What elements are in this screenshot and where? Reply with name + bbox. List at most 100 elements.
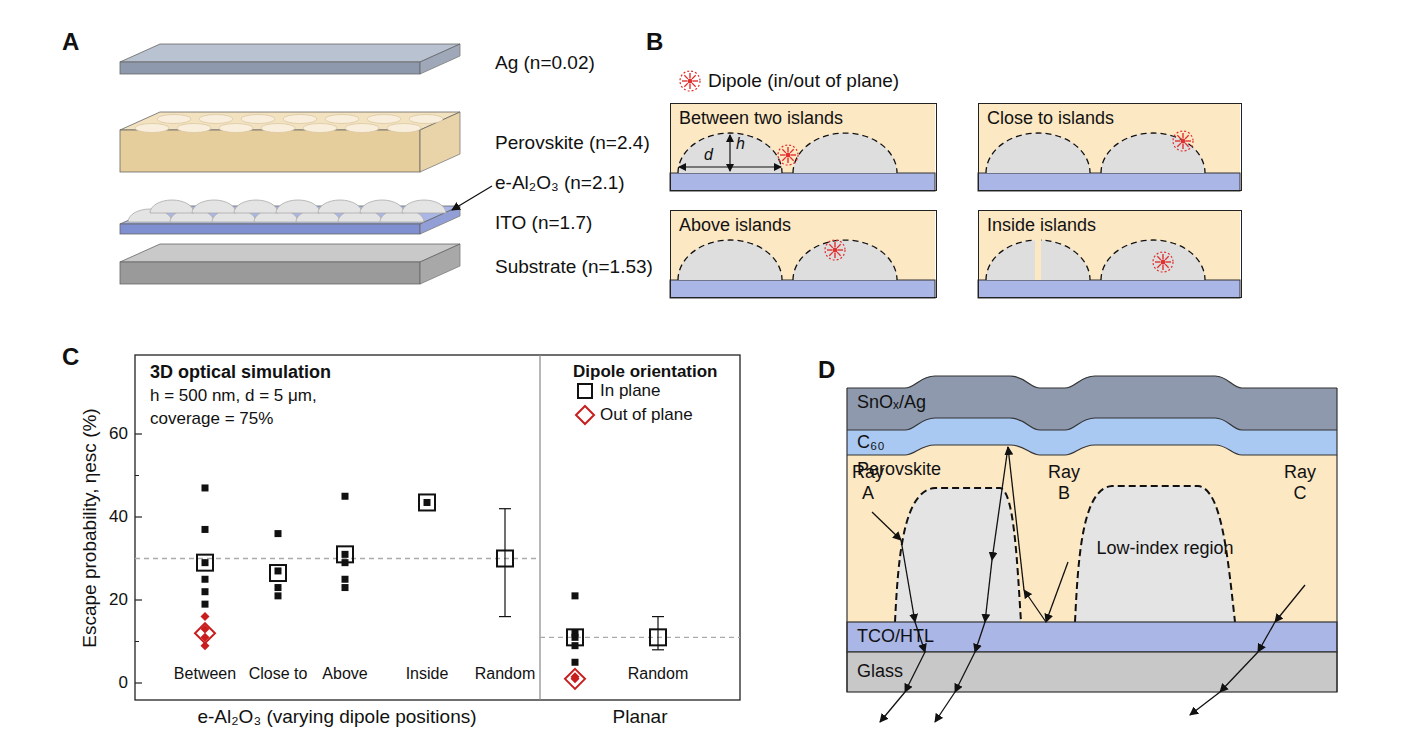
island-outline xyxy=(895,488,1021,622)
label: 40 xyxy=(109,507,128,527)
tick xyxy=(135,516,142,517)
dipole-ray xyxy=(1166,261,1171,262)
perovskite-bump xyxy=(177,124,211,133)
dipole-core xyxy=(833,248,838,253)
label: Random xyxy=(628,665,688,683)
light-ray xyxy=(955,652,975,692)
dimension-arrow xyxy=(729,135,730,171)
average-line xyxy=(540,637,740,638)
light-ray xyxy=(1008,447,1024,590)
data-point xyxy=(202,601,209,608)
dipole-ray xyxy=(1182,133,1183,138)
light-ray xyxy=(905,652,925,692)
dipole-ray xyxy=(829,244,833,248)
label: 0 xyxy=(119,673,128,693)
node-text: TCO/HTL xyxy=(857,626,1327,647)
error-cap xyxy=(652,649,664,650)
perovskite-bump xyxy=(261,124,295,133)
mean-marker xyxy=(337,546,353,562)
dipole-symbol xyxy=(778,145,798,165)
dipole-ring xyxy=(1153,252,1173,272)
dipole-ray xyxy=(1186,140,1191,141)
ag-layer-front xyxy=(120,62,420,74)
layer-region: C₆₀ xyxy=(847,430,1337,455)
dipole-ray xyxy=(682,80,687,81)
perovskite-fill xyxy=(670,103,935,191)
dipole-ray xyxy=(689,84,690,89)
tick xyxy=(135,433,142,434)
perovskite-bump xyxy=(157,115,191,124)
data-point xyxy=(342,576,349,583)
al2o3-island xyxy=(150,200,194,213)
label: e-Al₂O₃ (varying dipole positions) xyxy=(197,706,476,728)
dipole-ray xyxy=(838,249,843,250)
glass-layer xyxy=(847,652,1337,692)
al2o3-island xyxy=(318,200,362,213)
node-text: Inside islands xyxy=(987,215,1233,236)
dipole-ray xyxy=(1165,256,1169,260)
perovskite-fill xyxy=(978,103,1240,191)
dipole-ray xyxy=(1177,143,1181,147)
mean-marker xyxy=(497,551,513,567)
layer-region: Low-index region xyxy=(1075,486,1255,622)
label: Ray B xyxy=(1042,462,1086,503)
perovskite-bump xyxy=(345,124,379,133)
data-point xyxy=(571,674,580,683)
label: Perovskite (n=2.4) xyxy=(495,132,650,154)
dipole-ray xyxy=(1162,265,1163,270)
layer-region: PerovskiteLow-index region xyxy=(847,455,1337,622)
legend-text: Out of plane xyxy=(600,405,693,425)
dipole-ray xyxy=(782,157,786,161)
node-text: Close to islands xyxy=(987,108,1233,129)
label: e-Al₂O₃ (n=2.1) xyxy=(495,172,625,194)
scenario-box: Close to islands xyxy=(978,103,1242,191)
dipole-ray xyxy=(790,149,794,153)
data-point xyxy=(572,592,579,599)
light-ray xyxy=(1275,585,1305,622)
dipole-ray xyxy=(787,147,788,152)
perovskite-fill xyxy=(670,210,935,298)
dipole-ring xyxy=(1173,131,1193,151)
island-fill xyxy=(678,240,782,280)
node-text: Low-index region xyxy=(1075,538,1255,559)
data-point xyxy=(275,584,282,591)
layer-region: Glass xyxy=(847,652,1337,692)
error-cap xyxy=(652,616,664,617)
layer-boundary xyxy=(847,376,1337,388)
perovskite-bump xyxy=(325,115,359,124)
data-point xyxy=(201,612,210,621)
perovskite-bump xyxy=(219,124,253,133)
layer-region: TCO/HTL xyxy=(847,622,1337,652)
label: Between xyxy=(174,665,236,683)
mean-marker xyxy=(565,669,585,689)
ag-layer-side xyxy=(420,44,460,74)
data-point xyxy=(572,634,579,641)
dipole-symbol xyxy=(680,71,700,91)
substrate-layer-top xyxy=(120,244,460,262)
dipole-ray xyxy=(829,252,833,256)
al2o3-island xyxy=(234,200,278,213)
dipole-ray xyxy=(1175,140,1180,141)
dipole-ray xyxy=(693,80,698,81)
divider xyxy=(539,355,540,700)
dipole-ring xyxy=(778,145,798,165)
dipole-ray xyxy=(1157,256,1161,260)
dipole-ray xyxy=(837,244,841,248)
dipole-symbol xyxy=(825,240,845,260)
label: h xyxy=(736,135,745,153)
island-outline xyxy=(986,133,1090,173)
error-cap xyxy=(499,508,511,509)
island-fill xyxy=(1101,240,1205,280)
label: 20 xyxy=(109,590,128,610)
perovskite-bump xyxy=(367,115,401,124)
low-index-island xyxy=(895,488,1021,622)
dipole-ray xyxy=(692,83,696,87)
dipole-ray xyxy=(782,149,786,153)
dipole-ray xyxy=(790,157,794,161)
frame-edge xyxy=(1336,388,1337,692)
frame-edge xyxy=(846,388,847,692)
perovskite-layer-front xyxy=(120,130,420,172)
light-ray xyxy=(1220,652,1258,692)
data-point xyxy=(342,551,349,558)
island-outline xyxy=(678,133,782,173)
